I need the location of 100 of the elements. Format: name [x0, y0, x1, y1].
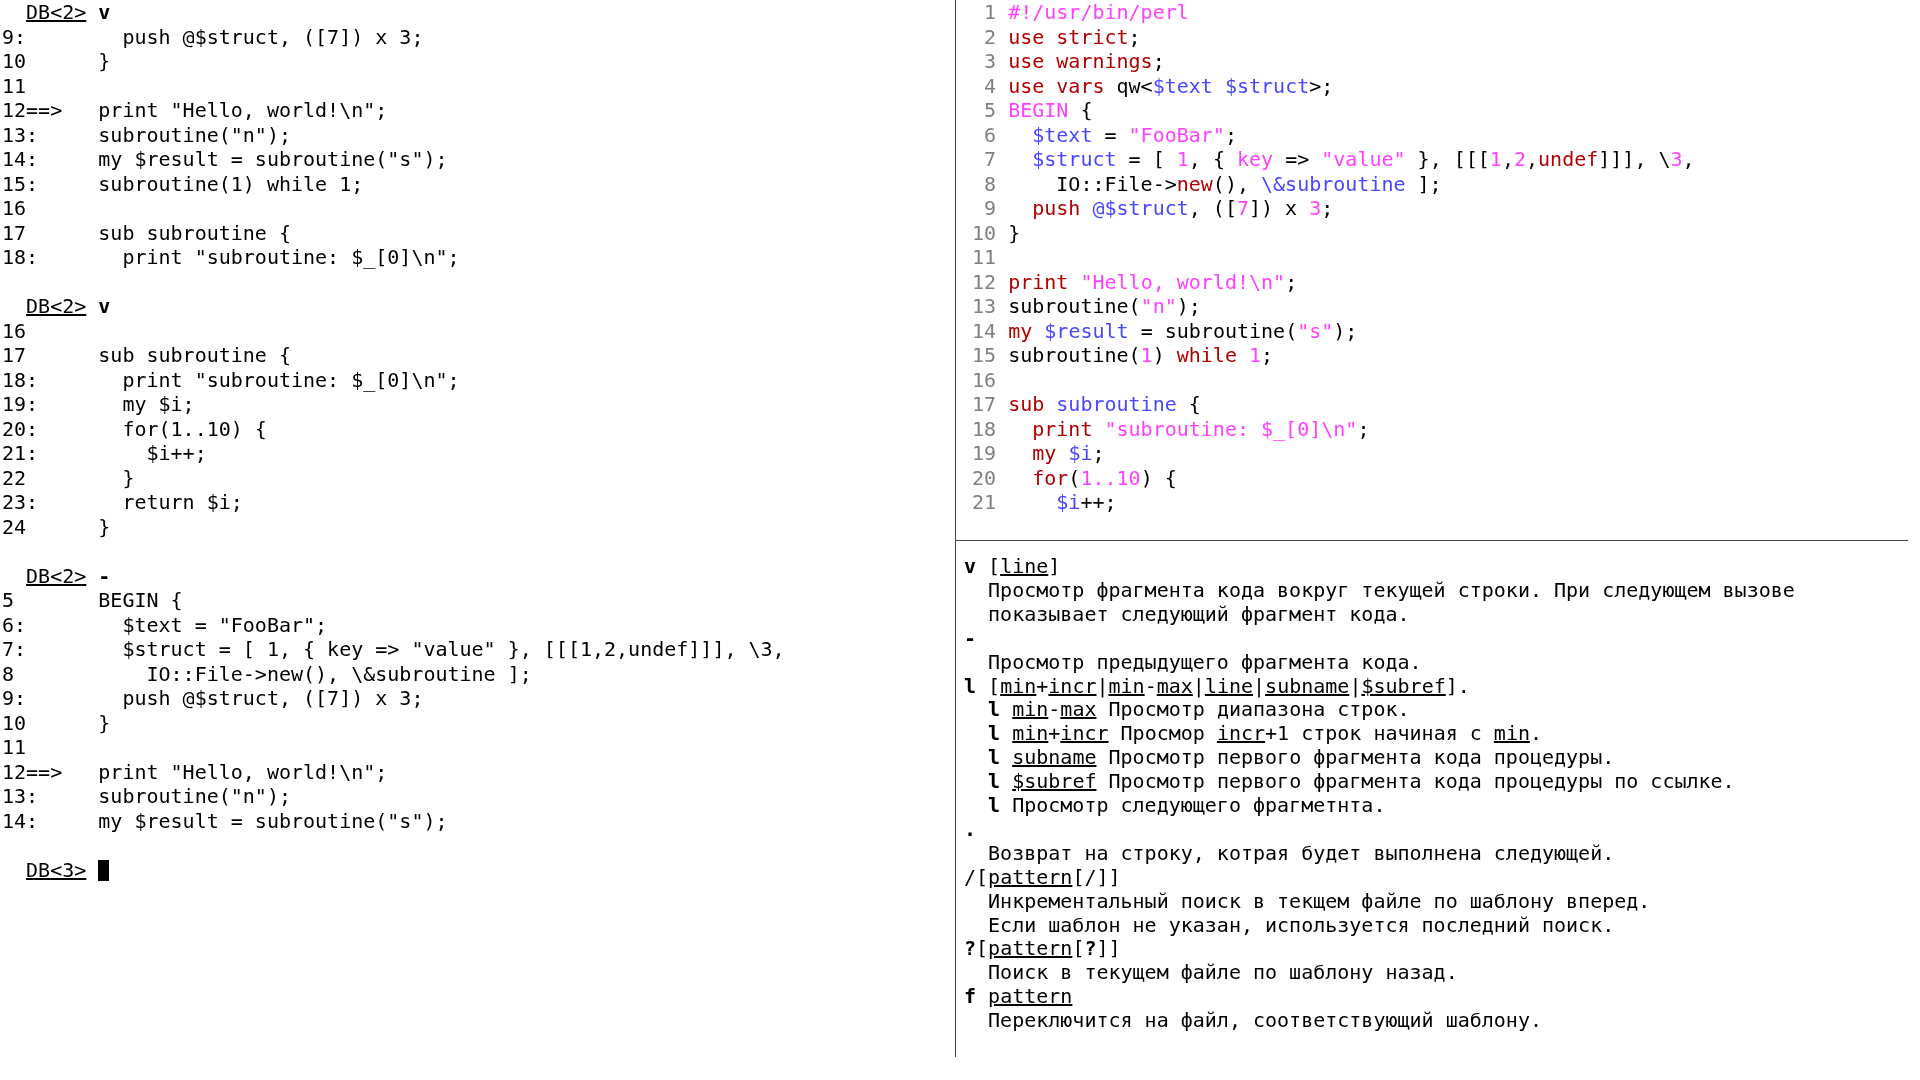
- line-number: 12: [972, 269, 997, 294]
- command-syntax: v [line]: [964, 555, 1061, 579]
- code-line: sub subroutine {: [98, 220, 291, 245]
- help-text: Инкрементальный поиск в текщем файле по шаблону вперед. Если шаблон не указан, используется последний поиск.: [988, 889, 1652, 938]
- help-text: Просмотр предыдущего фрагмента кода.: [988, 650, 1422, 675]
- code-line: #!/usr/bin/perl: [1008, 0, 1189, 25]
- code-line: return $i;: [122, 490, 243, 515]
- code-line: subroutine("n");: [98, 122, 291, 147]
- help-text: Возврат на строку, котрая будет выполнена следующей.: [988, 841, 1615, 866]
- code-line: print "subroutine: $_[0]\n";: [122, 245, 460, 270]
- code-line: sub subroutine {: [1008, 392, 1201, 417]
- line-number: 19:: [2, 392, 39, 417]
- code-line: $struct = [ 1, { key => "value" }, [[[1,2,undef]]], \3,: [122, 637, 785, 662]
- code-line: my $result = subroutine("s");: [98, 808, 448, 833]
- line-number: 19: [972, 441, 997, 466]
- code-line: sub subroutine {: [98, 343, 291, 368]
- debugger-prompt: DB<2> -: [26, 563, 111, 588]
- line-number: 11: [2, 735, 27, 760]
- line-number: 9:: [2, 686, 27, 711]
- line-number: 13: [972, 294, 997, 319]
- line-number: 18:: [2, 245, 39, 270]
- line-number: 17: [972, 392, 997, 417]
- line-number: 5: [984, 98, 997, 123]
- command-syntax: .: [964, 817, 977, 842]
- line-number: 5: [2, 588, 15, 613]
- code-line: print "Hello, world!\n";: [1008, 269, 1298, 294]
- code-line: }: [1008, 220, 1021, 245]
- help-text: l min+incr Просмор incr+1 строк начиная с min.: [988, 722, 1542, 747]
- line-number: 6: [984, 122, 997, 147]
- code-line: for(1..10) {: [1032, 465, 1177, 490]
- line-number: 8: [984, 171, 997, 196]
- line-number: 12==>: [2, 759, 63, 784]
- command-syntax: -: [964, 626, 977, 651]
- command-syntax: /[pattern[/]]: [964, 865, 1121, 890]
- line-number: 16: [2, 196, 27, 221]
- line-number: 10: [2, 710, 27, 735]
- line-number: 14:: [2, 808, 39, 833]
- line-number: 14:: [2, 147, 39, 172]
- line-number: 17: [2, 220, 27, 245]
- line-number: 21:: [2, 441, 39, 466]
- code-line: }: [98, 49, 111, 74]
- code-line: push @$struct, ([7]) x 3;: [1032, 196, 1334, 221]
- line-number: 8: [2, 661, 15, 686]
- line-number: 2: [984, 24, 997, 49]
- help-text: l subname Просмотр первого фрагмента кода процедуры.: [988, 746, 1615, 771]
- code-line: subroutine(1) while 1;: [1008, 343, 1274, 368]
- line-number: 16: [2, 318, 27, 343]
- code-line: $text = "FooBar";: [1032, 122, 1237, 147]
- code-line: my $result = subroutine("s");: [1008, 318, 1358, 343]
- code-line: $i++;: [1056, 490, 1117, 515]
- code-line: use warnings;: [1008, 49, 1165, 74]
- line-number: 16: [972, 367, 997, 392]
- line-number: 7: [984, 147, 997, 172]
- help-text: l Просмотр следующего фрагметнта.: [988, 794, 1386, 818]
- code-line: $i++;: [146, 441, 207, 466]
- code-line: print "subroutine: $_[0]\n";: [122, 367, 460, 392]
- code-line: print "Hello, world!\n";: [98, 759, 388, 784]
- help-text: Просмотр фрагмента кода вокруг текущей строки. При следующем вызове показывает следующий фрагмент кода.: [988, 578, 1796, 627]
- line-number: 21: [972, 490, 997, 515]
- line-number: 15: [972, 343, 997, 368]
- line-number: 9: [984, 196, 997, 221]
- code-line: subroutine("n");: [1008, 294, 1201, 319]
- code-line: $text = "FooBar";: [122, 612, 328, 637]
- line-number: 18: [972, 416, 997, 441]
- debugger-prompt: DB<2> v: [26, 294, 111, 319]
- code-line: use strict;: [1008, 24, 1141, 49]
- line-number: 22: [2, 465, 27, 490]
- code-line: push @$struct, ([7]) x 3;: [122, 686, 424, 711]
- code-line: for(1..10) {: [122, 416, 267, 441]
- line-number: 13:: [2, 784, 39, 809]
- line-number: 9:: [2, 24, 27, 49]
- code-line: my $i;: [122, 392, 195, 417]
- line-number: 24: [2, 514, 27, 539]
- command-syntax: l [min+incr|min-max|line|subname|$subref].: [964, 674, 1470, 699]
- code-line: }: [122, 465, 135, 490]
- line-number: 3: [984, 49, 997, 74]
- line-number: 14: [972, 318, 997, 343]
- line-number: 20: [972, 465, 997, 490]
- code-line: push @$struct, ([7]) x 3;: [122, 24, 424, 49]
- code-line: my $i;: [1032, 441, 1105, 466]
- line-number: 6:: [2, 612, 27, 637]
- line-number: 7:: [2, 637, 27, 662]
- code-line: subroutine("n");: [98, 784, 291, 809]
- help-text: l $subref Просмотр первого фрагмента кода процедуры по ссылке.: [988, 770, 1735, 794]
- line-number: 18:: [2, 367, 39, 392]
- code-line: my $result = subroutine("s");: [98, 147, 448, 172]
- code-line: IO::File->new(), \&subroutine ];: [1056, 171, 1442, 196]
- code-line: $struct = [ 1, { key => "value" }, [[[1,2,undef]]], \3,: [1032, 147, 1695, 172]
- code-line: use vars qw<$text $struct>;: [1008, 73, 1334, 98]
- line-number: 17: [2, 343, 27, 368]
- code-line: }: [98, 514, 111, 539]
- line-number: 20:: [2, 416, 39, 441]
- code-line: BEGIN {: [1008, 98, 1093, 123]
- line-number: 10: [2, 49, 27, 74]
- line-number: 4: [984, 73, 997, 98]
- code-line: print "Hello, world!\n";: [98, 98, 388, 123]
- line-number: 12==>: [2, 98, 63, 123]
- code-line: IO::File->new(), \&subroutine ];: [146, 661, 532, 686]
- debugger-prompt: DB<2> v: [26, 0, 111, 25]
- code-line: print "subroutine: $_[0]\n";: [1032, 416, 1370, 441]
